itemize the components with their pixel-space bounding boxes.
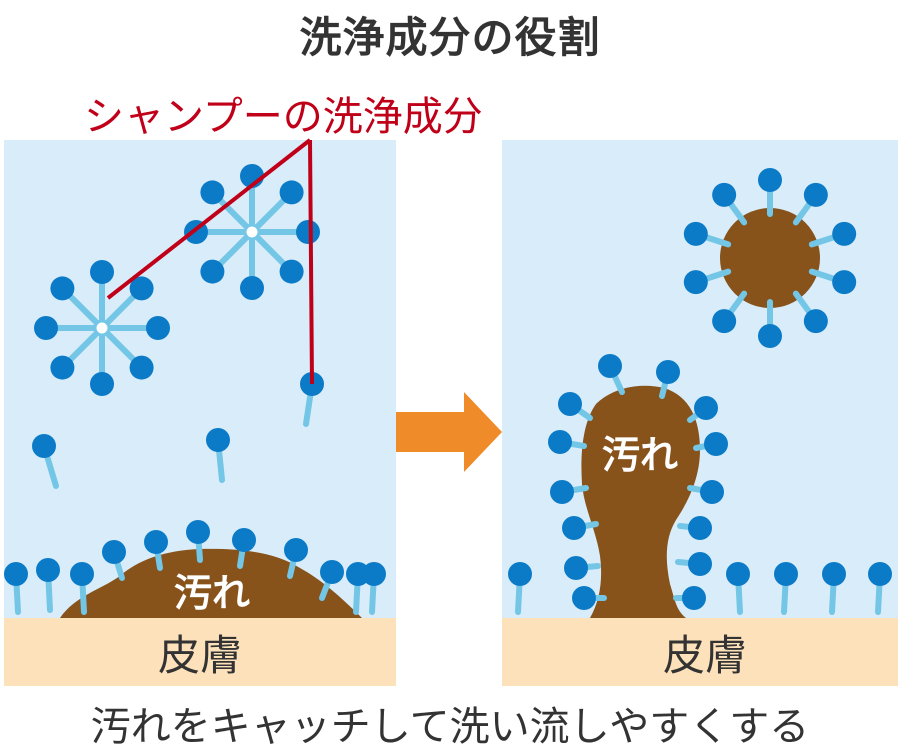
skin-label: 皮膚 xyxy=(158,631,242,680)
surfactant-molecule-icon xyxy=(104,276,154,326)
surfactant-molecule-icon xyxy=(257,220,320,244)
surfactant-molecule-icon xyxy=(758,168,782,217)
before-panel: 汚れ 皮膚 xyxy=(4,140,396,686)
caption: 汚れをキャッチして洗い流しやすくする xyxy=(90,704,810,750)
surfactant-molecule-icon xyxy=(254,180,304,230)
surfactant-molecule-icon xyxy=(687,396,718,423)
surfactant-molecule-icon xyxy=(254,234,304,284)
surfactant-molecule-icon xyxy=(232,528,256,569)
skin-layer xyxy=(502,618,898,686)
right-arrow-icon xyxy=(396,392,502,472)
surfactant-molecule-icon xyxy=(550,480,589,504)
surfactant-molecule-icon xyxy=(104,330,154,380)
skin-layer xyxy=(4,618,396,686)
surfactant-molecule-icon xyxy=(102,540,126,581)
micelle-center xyxy=(243,223,261,241)
surfactant-molecule-icon xyxy=(673,586,706,610)
surfactant-molecule-icon xyxy=(712,182,748,226)
surfactant-molecule-icon xyxy=(32,434,59,489)
pointer-lines xyxy=(106,138,314,385)
surfactant-molecule-icon xyxy=(362,562,386,615)
surfactant-molecule-icon xyxy=(868,562,892,615)
surfactant-molecule-icon xyxy=(564,556,601,580)
surfactant-molecule-icon xyxy=(90,333,114,396)
surfactant-molecule-icon xyxy=(792,290,828,334)
surfactant-molecule-icon xyxy=(808,221,857,248)
surfactant-molecule-icon xyxy=(319,560,344,601)
surfactant-molecule-icon xyxy=(50,330,100,380)
surfactant-molecule-icon xyxy=(808,268,857,295)
water-area xyxy=(502,140,898,618)
surfactant-molecule-icon xyxy=(792,182,828,226)
surfactant-molecule-icon xyxy=(70,562,94,615)
surfactant-molecule-icon xyxy=(186,520,210,563)
dirt-label: 汚れ xyxy=(174,571,250,615)
surfactant-molecule-icon xyxy=(34,316,97,340)
surfactant-molecule-icon xyxy=(726,562,750,615)
micelle-core xyxy=(720,208,820,308)
surfactant-molecule-icon xyxy=(687,480,724,504)
surfactant-molecule-icon xyxy=(677,516,712,540)
surfactant-molecule-icon xyxy=(774,562,798,615)
surfactant-molecule-icon xyxy=(683,221,732,248)
surfactant-molecule-icon xyxy=(107,316,170,340)
page-title: 洗浄成分の役割 xyxy=(299,13,601,62)
surfactant-label: シャンプーの洗浄成分 xyxy=(84,94,483,140)
surfactant-molecule-icon xyxy=(200,234,250,284)
surfactant-molecule-icon xyxy=(558,392,593,421)
surfactant-molecule-icon xyxy=(683,268,732,295)
surfactant-molecule-icon xyxy=(675,552,712,576)
surfactant-molecule-icon xyxy=(240,237,264,300)
dirt-label: 汚れ xyxy=(602,433,678,477)
surfactant-molecule-icon xyxy=(758,299,782,348)
surfactant-molecule-icon xyxy=(36,558,60,613)
molecule-group xyxy=(508,168,892,615)
skin-label: 皮膚 xyxy=(663,631,747,680)
pointer-line xyxy=(106,138,312,300)
surfactant-molecule-icon xyxy=(656,360,680,399)
surfactant-molecule-icon xyxy=(90,260,114,323)
surfactant-molecule-icon xyxy=(508,562,532,615)
dirt-blob xyxy=(581,385,700,618)
micelle-icon xyxy=(683,168,857,348)
surfactant-molecule-icon xyxy=(572,586,607,610)
surfactant-molecule-icon xyxy=(284,538,308,579)
surfactant-molecule-icon xyxy=(548,430,587,454)
surfactant-molecule-icon xyxy=(144,530,168,571)
surfactant-molecule-icon xyxy=(598,354,625,395)
surfactant-molecule-icon xyxy=(4,562,28,615)
surfactant-molecule-icon xyxy=(206,428,230,483)
pointer-line xyxy=(308,139,314,385)
surfactant-molecule-icon xyxy=(822,562,846,615)
dirt-blob xyxy=(60,548,362,618)
surfactant-molecule-icon xyxy=(562,516,599,540)
surfactant-molecule-icon xyxy=(50,276,100,326)
surfactant-molecule-icon xyxy=(712,290,748,334)
surfactant-molecule-icon xyxy=(200,180,250,230)
micelle-icon xyxy=(34,260,170,396)
surfactant-molecule-icon xyxy=(693,432,728,456)
after-panel: 汚れ 皮膚 xyxy=(502,140,898,686)
micelle-center xyxy=(93,319,111,337)
